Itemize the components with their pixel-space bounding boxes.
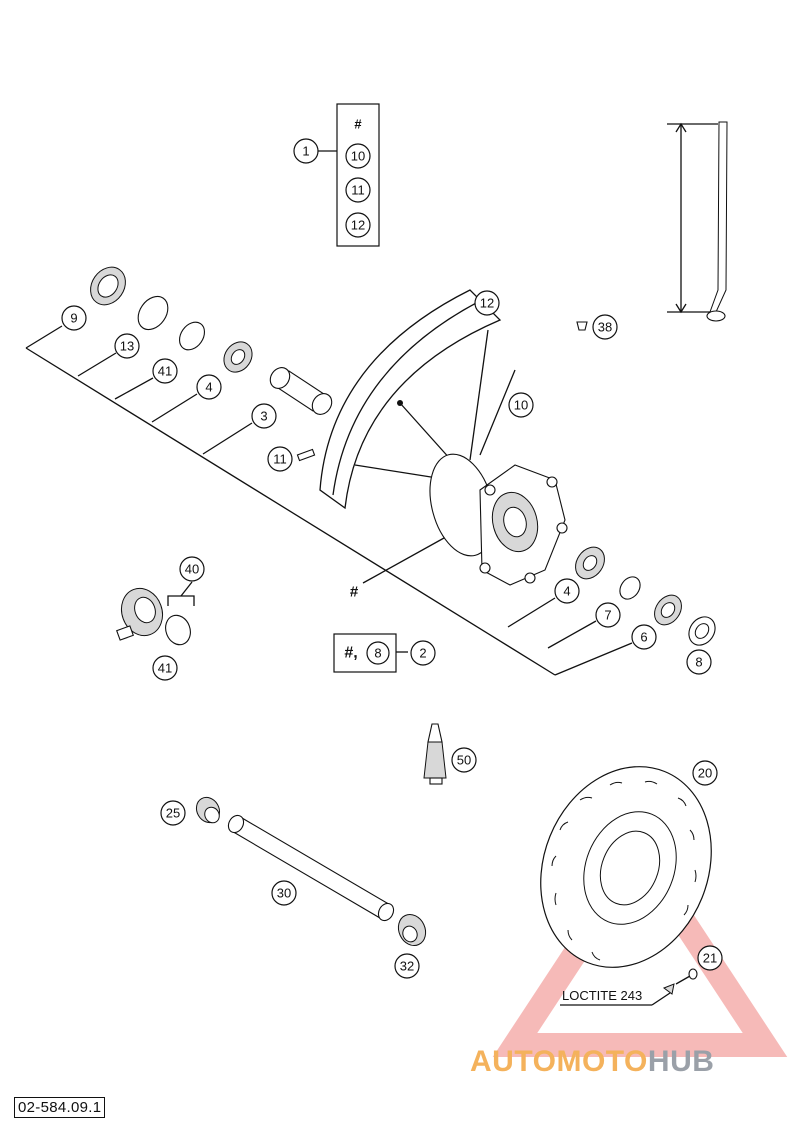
svg-text:38: 38 — [598, 320, 612, 335]
axle-nut-25 — [195, 796, 221, 824]
callout-9: 9 — [61, 305, 87, 331]
callout-40: 40 — [179, 556, 205, 582]
circlip-7 — [619, 576, 641, 600]
watermark-brand-part2: HUB — [647, 1045, 715, 1078]
svg-text:4: 4 — [205, 380, 212, 395]
hash-symbol-top: # — [354, 117, 362, 132]
grease-tube-50 — [423, 723, 447, 785]
spacer-32 — [397, 913, 427, 947]
callout-8-kit: 8 — [366, 641, 390, 665]
drawing-code-label: 02-584.09.1 — [14, 1097, 106, 1118]
callout-12-top: 12 — [345, 212, 371, 238]
callout-41-left: 41 — [152, 358, 178, 384]
svg-text:2: 2 — [419, 646, 426, 661]
svg-text:12: 12 — [351, 218, 365, 233]
callout-4-right: 4 — [554, 578, 580, 604]
kit-hash-label: #, — [344, 645, 357, 662]
callout-6: 6 — [631, 624, 657, 650]
hash-symbol-hub: # — [350, 584, 359, 601]
loctite-243-label: LOCTITE 243 — [562, 988, 642, 1003]
spacer-sleeve-3 — [269, 367, 333, 415]
callout-3: 3 — [251, 403, 277, 429]
wheel-axle-30 — [227, 814, 395, 922]
callout-10-spoke: 10 — [508, 392, 534, 418]
callout-30: 30 — [271, 880, 297, 906]
svg-text:40: 40 — [185, 562, 199, 577]
callout-50: 50 — [451, 747, 477, 773]
svg-text:8: 8 — [695, 655, 702, 670]
svg-text:3: 3 — [260, 409, 267, 424]
disc-screw-21 — [560, 968, 698, 1006]
callout-41-speedo: 41 — [152, 655, 178, 681]
callout-11-top: 11 — [345, 177, 371, 203]
kit-box-item-1: # — [318, 103, 380, 247]
bearing-4-left — [223, 341, 253, 373]
spoke-nipple-11 — [296, 448, 316, 462]
callout-8-right: 8 — [686, 649, 712, 675]
callout-1: 1 — [293, 138, 319, 164]
ring-13 — [137, 295, 169, 331]
callout-4-left: 4 — [196, 374, 222, 400]
svg-text:25: 25 — [166, 806, 180, 821]
svg-text:50: 50 — [457, 753, 471, 768]
spoke-length-drawing — [667, 121, 728, 322]
svg-text:41: 41 — [158, 661, 172, 676]
callout-20: 20 — [692, 760, 718, 786]
callout-32: 32 — [394, 953, 420, 979]
svg-text:32: 32 — [400, 959, 414, 974]
watermark-brand-part1: AUTOMOTO — [470, 1045, 648, 1078]
svg-text:13: 13 — [120, 339, 134, 354]
callout-13: 13 — [114, 333, 140, 359]
seal-ring-6 — [654, 594, 682, 626]
seal-ring-9 — [90, 266, 126, 306]
callout-7: 7 — [595, 602, 621, 628]
svg-text:11: 11 — [351, 183, 365, 198]
speedo-drive-40 — [116, 581, 195, 646]
svg-text:30: 30 — [277, 886, 291, 901]
svg-text:7: 7 — [604, 608, 611, 623]
svg-text:10: 10 — [514, 398, 528, 413]
callout-21: 21 — [697, 945, 723, 971]
bearing-4-right — [575, 546, 605, 580]
svg-text:10: 10 — [351, 149, 365, 164]
svg-text:12: 12 — [480, 296, 494, 311]
automotohub-watermark: AUTOMOTOHUB — [470, 1045, 714, 1079]
svg-text:6: 6 — [640, 630, 647, 645]
brake-disc-20 — [540, 766, 712, 968]
leader-lines-left — [25, 325, 633, 676]
svg-text:21: 21 — [703, 951, 717, 966]
svg-text:41: 41 — [158, 364, 172, 379]
callout-11-nipple: 11 — [267, 446, 293, 472]
svg-text:8: 8 — [374, 646, 381, 661]
svg-text:4: 4 — [563, 584, 570, 599]
callout-25: 25 — [160, 800, 186, 826]
svg-text:20: 20 — [698, 766, 712, 781]
circlip-41 — [178, 321, 206, 351]
svg-text:1: 1 — [302, 144, 309, 159]
callout-12-rim: 12 — [474, 290, 500, 316]
callout-10-top: 10 — [345, 143, 371, 169]
spacer-8 — [688, 616, 716, 646]
callout-38: 38 — [592, 314, 618, 340]
wheel-hub — [429, 453, 568, 586]
nipple-38 — [576, 321, 588, 331]
svg-text:11: 11 — [273, 452, 287, 467]
svg-text:9: 9 — [70, 311, 77, 326]
callout-2: 2 — [410, 640, 436, 666]
